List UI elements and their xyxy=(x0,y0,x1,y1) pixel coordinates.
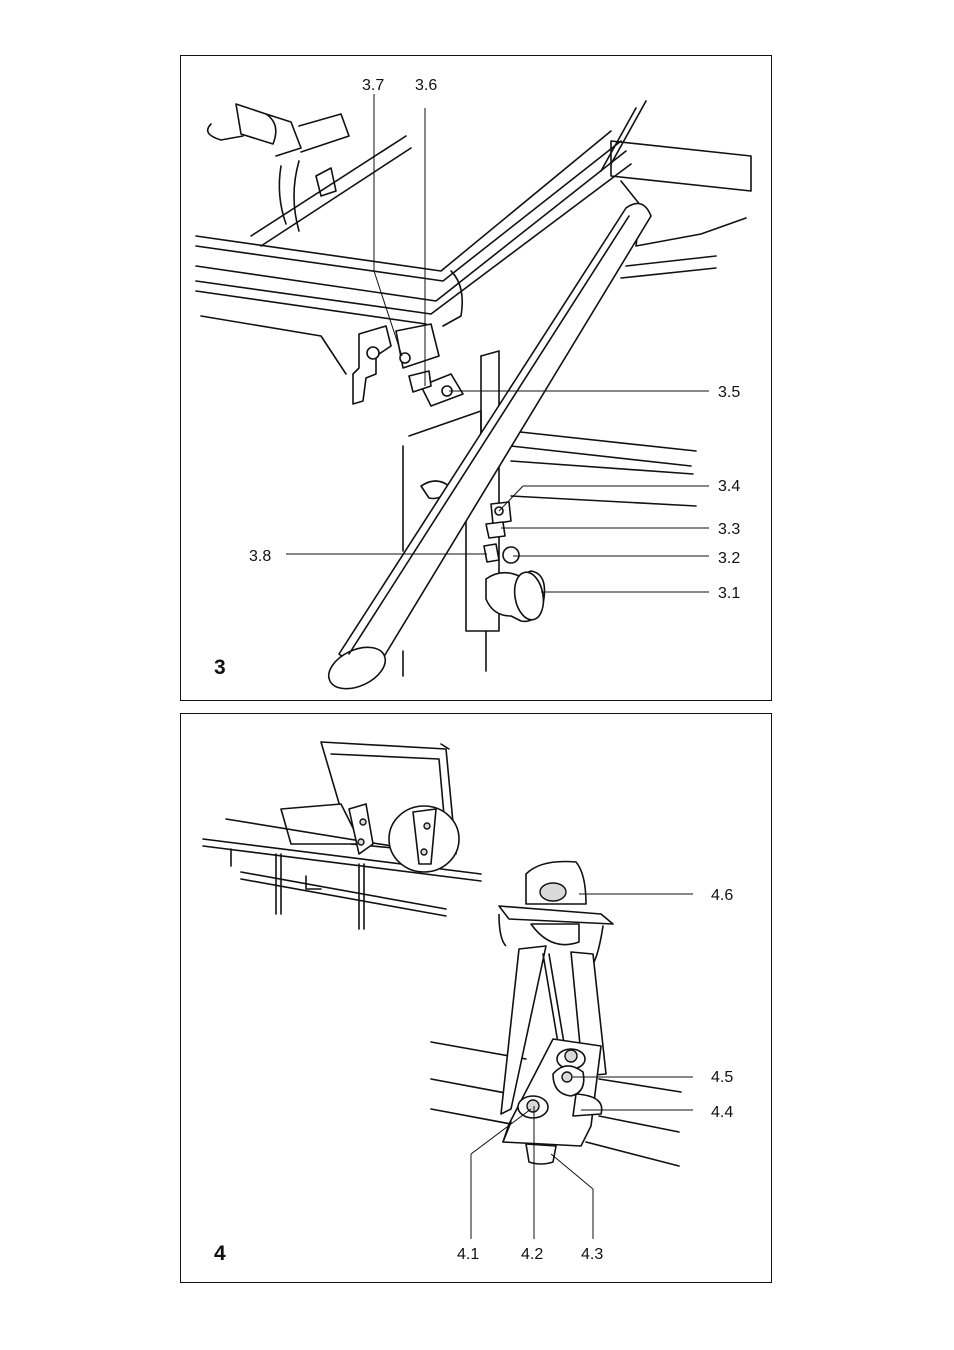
label-3-7: 3.7 xyxy=(362,77,384,94)
saw-motor-illustration xyxy=(208,104,411,246)
label-3-5: 3.5 xyxy=(718,384,740,401)
clamp-parts-illustration xyxy=(484,502,547,622)
label-4-3: 4.3 xyxy=(581,1246,603,1263)
label-3-6: 3.6 xyxy=(415,77,437,94)
label-3-8: 3.8 xyxy=(249,548,271,565)
figure-4-number: 4 xyxy=(214,1242,226,1265)
guide-rail-illustration xyxy=(322,204,651,697)
label-3-2: 3.2 xyxy=(718,550,740,567)
table-top-illustration xyxy=(196,101,751,326)
label-3-3: 3.3 xyxy=(718,521,740,538)
label-4-2: 4.2 xyxy=(521,1246,543,1263)
label-4-6: 4.6 xyxy=(711,887,733,904)
label-4-4: 4.4 xyxy=(711,1104,733,1121)
figure-3-drawing: 3.7 3.6 3.5 3.4 3.3 3.8 3.2 3.1 3 xyxy=(181,56,773,702)
overview-table-illustration xyxy=(203,742,481,929)
rail-bracket-illustration xyxy=(201,316,463,406)
label-4-5: 4.5 xyxy=(711,1069,733,1086)
bracket-assembly-illustration xyxy=(499,862,613,1165)
label-4-1: 4.1 xyxy=(457,1246,479,1263)
label-3-4: 3.4 xyxy=(718,478,740,495)
figure-3-panel: 3.7 3.6 3.5 3.4 3.3 3.8 3.2 3.1 3 xyxy=(180,55,772,701)
figure-4-drawing: 4.6 4.5 4.4 4.1 4.2 4.3 4 xyxy=(181,714,773,1284)
figure-3-number: 3 xyxy=(214,656,226,679)
figure-4-panel: 4.6 4.5 4.4 4.1 4.2 4.3 4 xyxy=(180,713,772,1283)
label-3-1: 3.1 xyxy=(718,585,740,602)
